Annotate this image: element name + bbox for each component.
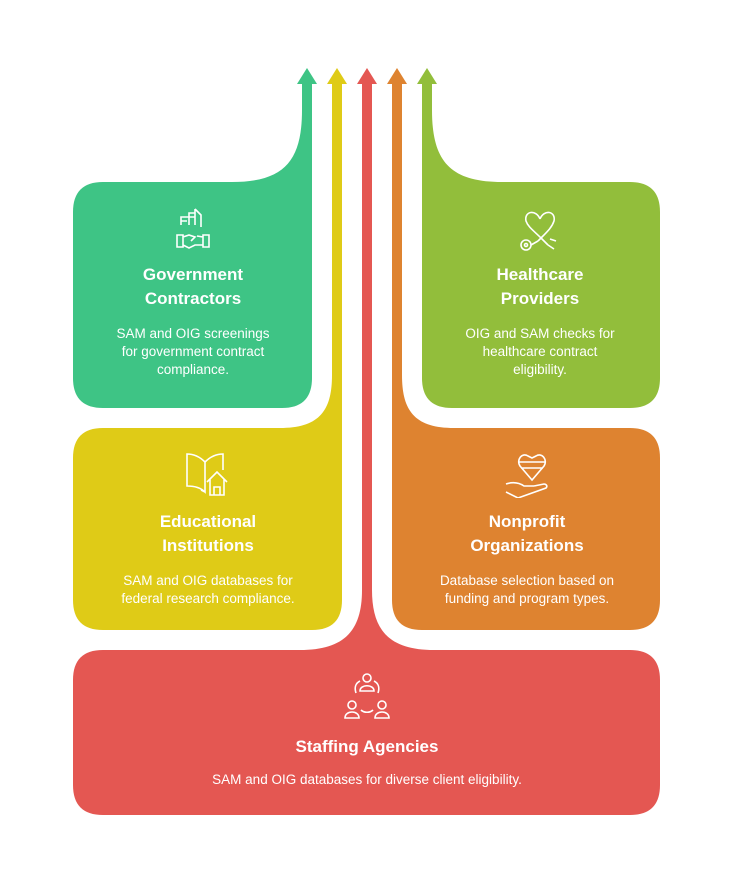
nonprofit-desc-line2: funding and program types. bbox=[444, 591, 610, 606]
educational-desc-line1: SAM and OIG databases for bbox=[123, 573, 293, 588]
card-staffing-agencies: Staffing Agencies SAM and OIG databases … bbox=[167, 671, 567, 789]
nonprofit-desc-line1: Database selection based on bbox=[439, 573, 615, 588]
nonprofit-shape bbox=[387, 68, 660, 630]
government-desc-line1: SAM and OIG screenings bbox=[116, 326, 270, 341]
staffing-desc: SAM and OIG databases for diverse client… bbox=[212, 772, 522, 787]
government-desc-line2: for government contract bbox=[121, 344, 265, 359]
nonprofit-title-line2: Organizations bbox=[470, 536, 584, 555]
nonprofit-title-line1: Nonprofit bbox=[488, 512, 566, 531]
healthcare-title-line2: Providers bbox=[500, 289, 580, 308]
healthcare-desc-line3: eligibility. bbox=[513, 362, 567, 377]
educational-title-line2: Institutions bbox=[162, 536, 254, 555]
government-title-line2: Contractors bbox=[144, 289, 242, 308]
healthcare-arrowhead bbox=[417, 68, 437, 84]
educational-title-line1: Educational bbox=[159, 512, 257, 531]
government-title-line1: Government bbox=[142, 265, 244, 284]
staffing-arrowhead bbox=[357, 68, 377, 84]
educational-arrowhead bbox=[327, 68, 347, 84]
government-arrowhead bbox=[297, 68, 317, 84]
book-house-icon bbox=[186, 453, 228, 496]
staffing-shape bbox=[73, 68, 660, 815]
staffing-title: Staffing Agencies bbox=[295, 737, 439, 756]
hand-heart-icon bbox=[505, 454, 548, 498]
educational-shape bbox=[73, 68, 347, 630]
educational-desc-line2: federal research compliance. bbox=[121, 591, 295, 606]
stethoscope-heart-icon bbox=[520, 211, 557, 251]
government-desc-line3: compliance. bbox=[156, 362, 230, 377]
nonprofit-arrowhead bbox=[387, 68, 407, 84]
healthcare-desc-line2: healthcare contract bbox=[482, 344, 598, 359]
healthcare-title-line1: Healthcare bbox=[496, 265, 584, 284]
handshake-building-icon bbox=[176, 208, 210, 249]
people-network-icon bbox=[344, 673, 390, 719]
healthcare-desc-line1: OIG and SAM checks for bbox=[465, 326, 615, 341]
healthcare-shape bbox=[417, 68, 660, 408]
